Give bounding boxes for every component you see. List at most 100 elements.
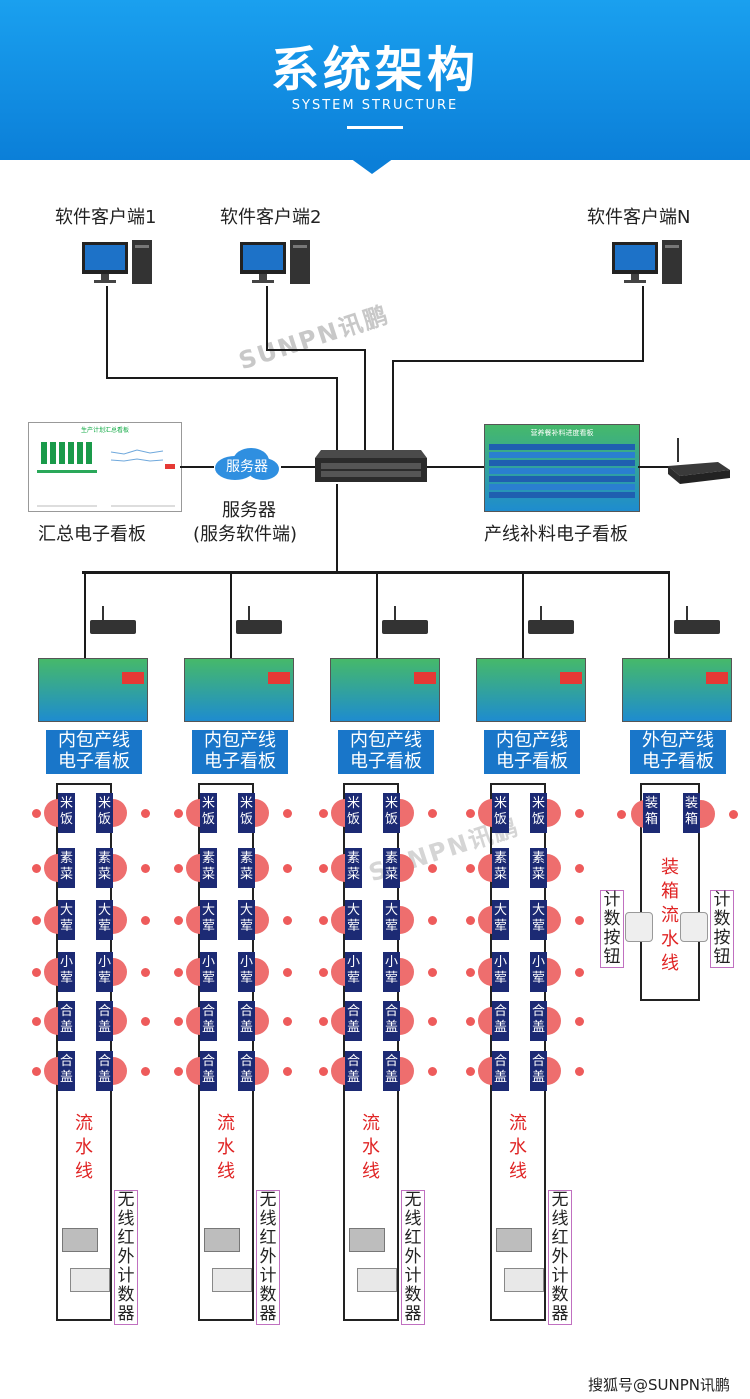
antenna-icon bbox=[686, 606, 688, 620]
station-dot bbox=[32, 864, 41, 873]
network-wire bbox=[376, 573, 378, 661]
station-dot bbox=[141, 809, 150, 818]
station-dot bbox=[575, 864, 584, 873]
station-label: 素菜 bbox=[383, 848, 400, 888]
station-label: 米饭 bbox=[238, 793, 255, 833]
counter-unit-icon bbox=[212, 1268, 252, 1292]
line-board-title-line1: 外包产线 bbox=[642, 730, 714, 751]
count-button-label: 计数按钮 bbox=[710, 890, 734, 968]
packing-station-label: 装箱 bbox=[643, 793, 660, 833]
header-banner bbox=[0, 0, 750, 160]
station-dot bbox=[319, 1017, 328, 1026]
station-dot bbox=[174, 916, 183, 925]
station-dot bbox=[32, 1067, 41, 1076]
station-label: 小荤 bbox=[58, 952, 75, 992]
network-wire bbox=[336, 484, 338, 573]
desktop-computer-icon bbox=[612, 240, 682, 284]
station-label: 大荤 bbox=[383, 900, 400, 940]
header-notch bbox=[350, 158, 394, 174]
line-board-screen bbox=[330, 658, 440, 722]
station-dot bbox=[466, 864, 475, 873]
network-wire bbox=[106, 377, 338, 379]
flow-line-label: 流水线 bbox=[362, 1113, 380, 1182]
packing-line-outline bbox=[640, 783, 700, 1001]
ir-sensor-icon bbox=[204, 1228, 240, 1252]
network-wire bbox=[364, 349, 366, 452]
station-dot bbox=[617, 810, 626, 819]
station-label: 素菜 bbox=[345, 848, 362, 888]
count-button-label: 计数按钮 bbox=[600, 890, 624, 968]
network-wire bbox=[642, 286, 644, 362]
ir-counter-label: 无线红外计数器 bbox=[256, 1190, 280, 1325]
station-dot bbox=[174, 1017, 183, 1026]
antenna-icon bbox=[540, 606, 542, 620]
station-dot bbox=[428, 864, 437, 873]
station-dot bbox=[283, 809, 292, 818]
station-dot bbox=[319, 916, 328, 925]
station-dot bbox=[141, 968, 150, 977]
alarm-indicator bbox=[706, 672, 728, 684]
station-dot bbox=[174, 809, 183, 818]
line-board-title-line1: 内包产线 bbox=[350, 730, 422, 751]
supply-board-label: 产线补料电子看板 bbox=[484, 524, 628, 545]
station-label: 小荤 bbox=[238, 952, 255, 992]
station-label: 素菜 bbox=[530, 848, 547, 888]
alarm-indicator bbox=[560, 672, 582, 684]
footer-credit: 搜狐号@SUNPN讯鹏 bbox=[588, 1376, 730, 1394]
ir-counter-label: 无线红外计数器 bbox=[401, 1190, 425, 1325]
station-label: 米饭 bbox=[383, 793, 400, 833]
network-wire bbox=[180, 466, 214, 468]
station-dot bbox=[575, 968, 584, 977]
line-board-screen bbox=[38, 658, 148, 722]
station-dot bbox=[575, 809, 584, 818]
title-underline bbox=[347, 126, 403, 129]
station-label: 大荤 bbox=[58, 900, 75, 940]
server-label: 服务器 bbox=[222, 500, 276, 521]
station-label: 米饭 bbox=[58, 793, 75, 833]
line-board-title-line2: 电子看板 bbox=[496, 751, 568, 772]
station-label: 米饭 bbox=[530, 793, 547, 833]
station-label: 米饭 bbox=[96, 793, 113, 833]
station-dot bbox=[174, 1067, 183, 1076]
station-dot bbox=[319, 968, 328, 977]
wireless-gateway-icon bbox=[236, 620, 282, 634]
wireless-gateway-icon bbox=[674, 620, 720, 634]
station-label: 合盖 bbox=[96, 1051, 113, 1091]
station-dot bbox=[428, 1017, 437, 1026]
station-dot bbox=[466, 809, 475, 818]
network-switch-icon bbox=[315, 450, 427, 482]
station-dot bbox=[428, 916, 437, 925]
station-dot bbox=[141, 1067, 150, 1076]
summary-dashboard-graphic bbox=[37, 442, 175, 507]
station-label: 素菜 bbox=[200, 848, 217, 888]
cloud-server-label: 服务器 bbox=[226, 459, 268, 475]
station-dot bbox=[32, 916, 41, 925]
network-wire bbox=[638, 466, 673, 468]
network-wire bbox=[266, 286, 268, 351]
ir-sensor-icon bbox=[349, 1228, 385, 1252]
counter-unit-icon bbox=[504, 1268, 544, 1292]
station-label: 合盖 bbox=[200, 1051, 217, 1091]
summary-board-screen-title: 生产计划汇总看板 bbox=[80, 427, 129, 434]
line-board-title-line1: 内包产线 bbox=[496, 730, 568, 751]
station-label: 小荤 bbox=[383, 952, 400, 992]
ir-counter-label: 无线红外计数器 bbox=[548, 1190, 572, 1325]
station-dot bbox=[428, 968, 437, 977]
station-label: 小荤 bbox=[530, 952, 547, 992]
client-label-n: 软件客户端N bbox=[587, 207, 691, 228]
station-label: 素菜 bbox=[96, 848, 113, 888]
station-label: 合盖 bbox=[345, 1051, 362, 1091]
station-label: 合盖 bbox=[58, 1051, 75, 1091]
network-wire bbox=[84, 573, 86, 661]
line-board-title-line1: 内包产线 bbox=[204, 730, 276, 751]
station-dot bbox=[428, 1067, 437, 1076]
station-label: 大荤 bbox=[530, 900, 547, 940]
wireless-gateway-icon bbox=[528, 620, 574, 634]
station-label: 大荤 bbox=[345, 900, 362, 940]
line-board-title-line2: 电子看板 bbox=[204, 751, 276, 772]
station-label: 合盖 bbox=[530, 1051, 547, 1091]
line-board-title-line2: 电子看板 bbox=[642, 751, 714, 772]
page-subtitle: SYSTEM STRUCTURE bbox=[291, 98, 459, 113]
ir-sensor-icon bbox=[496, 1228, 532, 1252]
station-dot bbox=[141, 1017, 150, 1026]
